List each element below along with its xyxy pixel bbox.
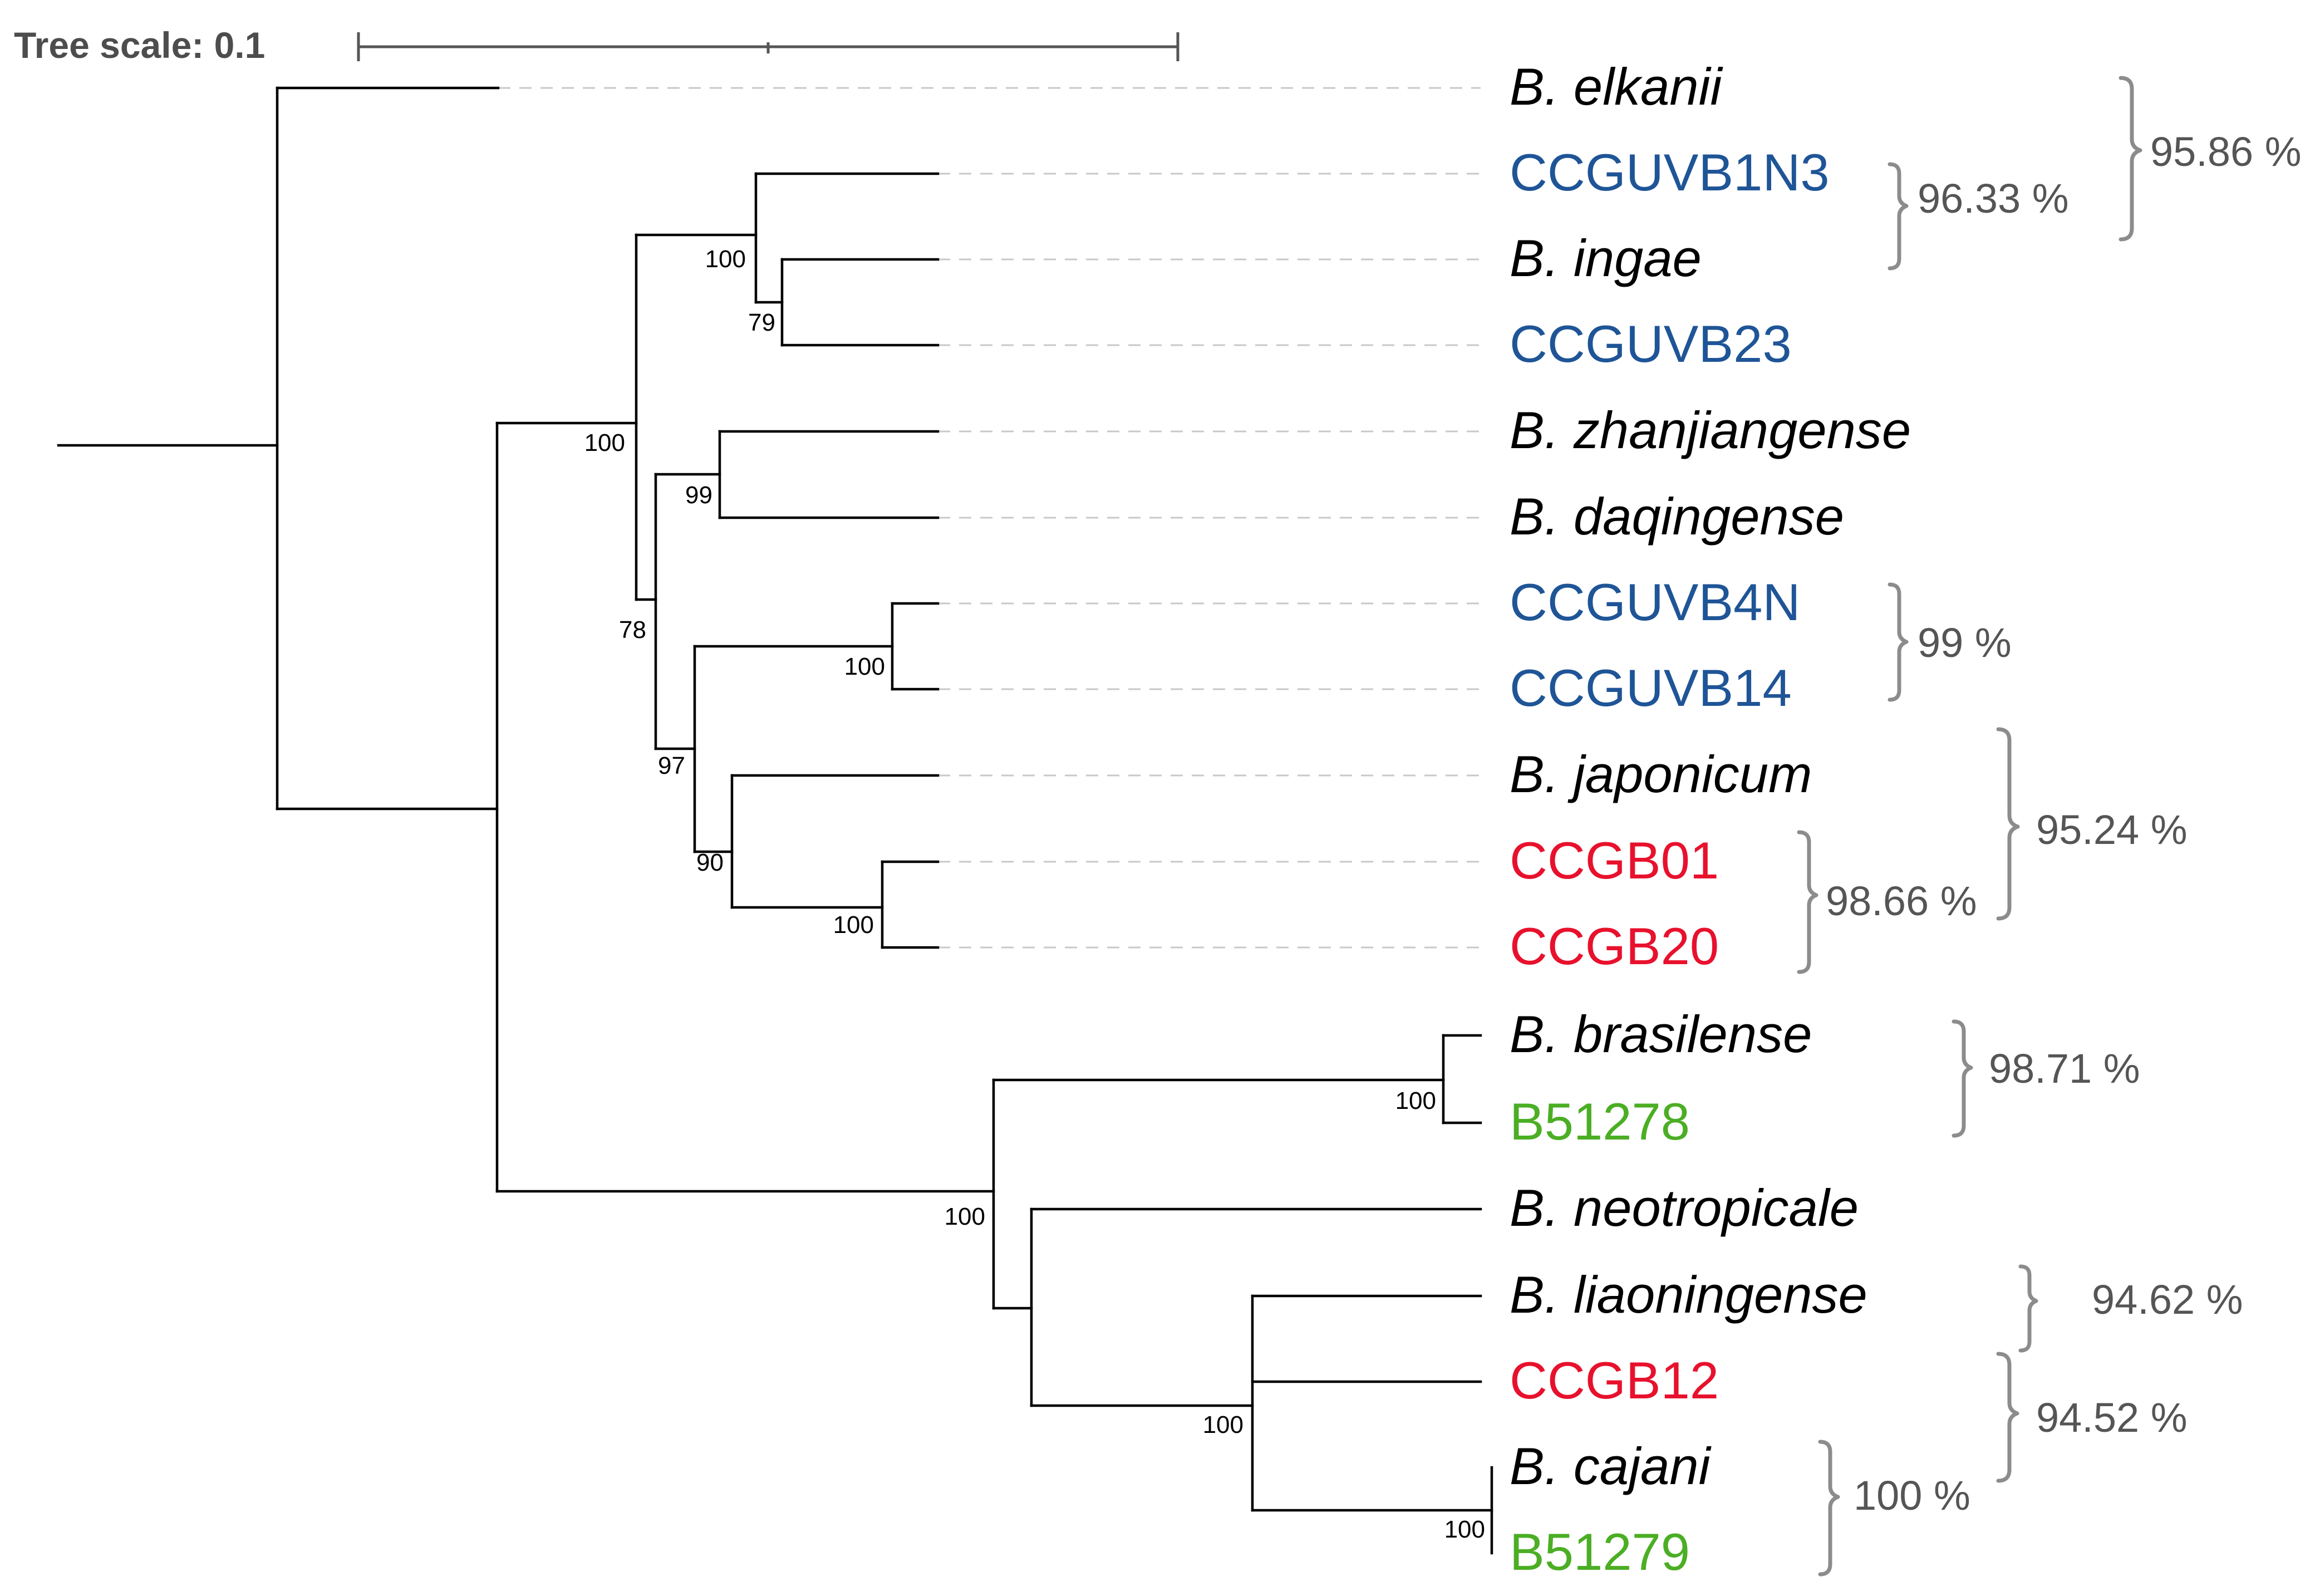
similarity-bracket [2119, 76, 2142, 242]
tree-branches [57, 86, 1493, 1555]
bootstrap-label: 100 [1395, 1087, 1436, 1114]
leaf-label: B51279 [1510, 1523, 1690, 1581]
similarity-value: 95.86 % [2150, 129, 2302, 175]
leaf-label: B. japonicum [1510, 745, 1812, 803]
bootstrap-label: 100 [833, 911, 874, 939]
leaf-label: CCGUVB1N3 [1510, 143, 1830, 202]
similarity-bracket [1996, 727, 2020, 921]
leaf-label: B. brasilense [1510, 1005, 1812, 1063]
similarity-annotations: 95.86 % 96.33 % 99 % 95.24 % 98.66 % 98.… [1797, 76, 2302, 1577]
leaf-label: CCGB12 [1510, 1351, 1719, 1410]
bootstrap-label: 100 [945, 1203, 985, 1230]
tip-labels: B. elkanii CCGUVB1N3 B. ingae CCGUVB23 B… [1510, 57, 1911, 1581]
similarity-bracket [2018, 1264, 2038, 1353]
leaf-label: B. cajani [1510, 1437, 1712, 1495]
tree-scale: Tree scale: 0.1 [14, 24, 1179, 66]
leaf-label: B51278 [1510, 1092, 1690, 1151]
similarity-value: 95.24 % [2036, 807, 2188, 853]
bootstrap-label: 90 [696, 849, 724, 876]
leaf-label: B. elkanii [1510, 57, 1723, 116]
bootstrap-label: 100 [1203, 1411, 1243, 1438]
similarity-bracket [1797, 830, 1818, 974]
leaf-label: CCGB20 [1510, 917, 1719, 975]
leaf-label: CCGUVB4N [1510, 573, 1800, 631]
tree-scale-label: Tree scale: 0.1 [14, 24, 265, 66]
similarity-bracket [1996, 1352, 2019, 1483]
leaf-label: CCGUVB14 [1510, 659, 1792, 717]
leaf-label: B. neotropicale [1510, 1178, 1859, 1237]
bootstrap-label: 97 [658, 752, 685, 779]
leaf-label: CCGUVB23 [1510, 315, 1792, 373]
similarity-bracket [1818, 1440, 1840, 1577]
similarity-bracket [1888, 162, 1909, 271]
leaf-label: B. daqingense [1510, 487, 1844, 546]
leaf-label: B. zhanjiangense [1510, 401, 1911, 459]
similarity-bracket [1952, 1019, 1973, 1138]
leaf-label: B. liaoningense [1510, 1265, 1867, 1324]
leaf-label: CCGB01 [1510, 831, 1719, 890]
bootstrap-label: 100 [1444, 1516, 1485, 1543]
bootstrap-label: 100 [584, 429, 625, 456]
similarity-bracket [1888, 582, 1909, 702]
bootstrap-label: 100 [705, 245, 746, 273]
similarity-value: 98.71 % [1989, 1045, 2140, 1092]
bootstrap-label: 79 [748, 309, 775, 336]
similarity-value: 100 % [1854, 1472, 1970, 1519]
tip-guides [498, 87, 1481, 949]
bootstrap-label: 100 [844, 653, 885, 680]
leaf-label: B. ingae [1510, 229, 1702, 287]
similarity-value: 94.62 % [2092, 1276, 2243, 1323]
similarity-value: 96.33 % [1918, 175, 2069, 222]
similarity-value: 94.52 % [2036, 1394, 2188, 1441]
bootstrap-label: 78 [619, 616, 646, 644]
bootstrap-values: 100 79 99 100 78 97 100 100 90 100 100 1… [584, 245, 1485, 1543]
similarity-value: 98.66 % [1826, 878, 1977, 924]
similarity-value: 99 % [1918, 620, 2012, 666]
bootstrap-label: 99 [685, 482, 712, 509]
